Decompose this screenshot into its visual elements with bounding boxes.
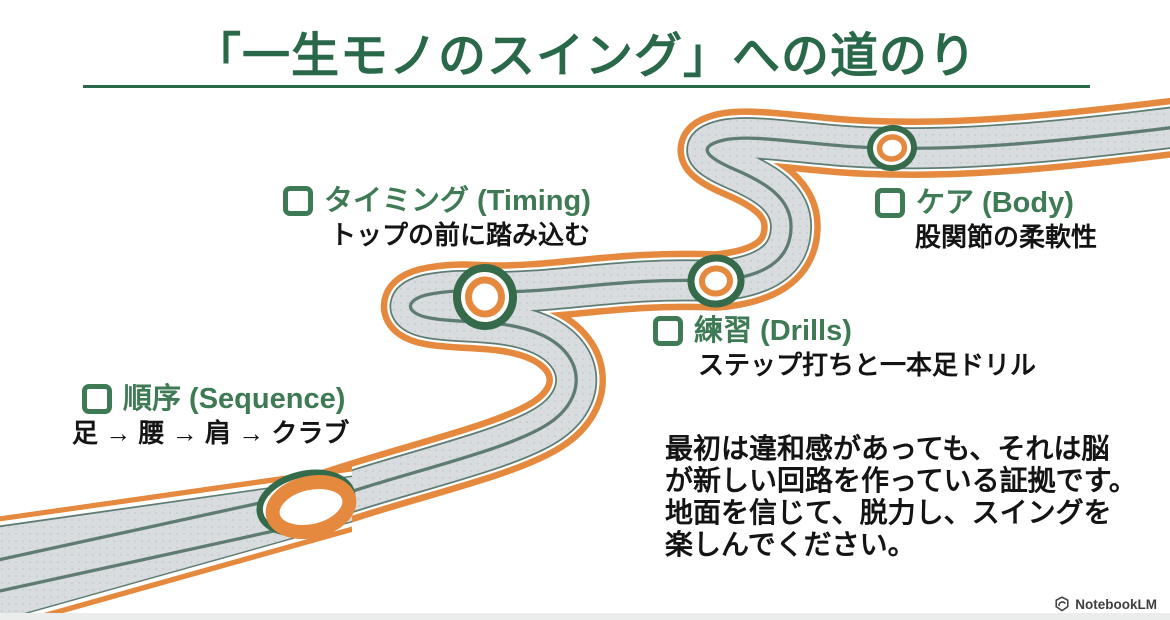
road-center-line	[310, 126, 1170, 507]
drills-checkbox[interactable]	[653, 316, 683, 346]
milestone-marker-body	[867, 124, 917, 172]
body-checkbox[interactable]	[875, 188, 905, 218]
road-path	[300, 97, 1170, 533]
milestone-marker-sequence	[256, 469, 357, 539]
sequence-label: 順序 (Sequence)	[123, 383, 346, 415]
milestone-body-block: ケア (Body) 股関節の柔軟性	[875, 187, 1097, 252]
title-underline	[83, 85, 1090, 88]
milestone-marker-drills	[687, 254, 745, 308]
notebooklm-logo-icon	[1055, 596, 1069, 612]
watermark: NotebookLM	[1054, 596, 1157, 612]
watermark-text: NotebookLM	[1075, 596, 1157, 612]
slide-bottom-edge	[0, 613, 1170, 620]
body-sublabel: 股関節の柔軟性	[915, 222, 1098, 252]
sequence-sublabel: 足 → 腰 → 肩 → クラブ	[72, 418, 350, 448]
sequence-checkbox[interactable]	[82, 384, 112, 414]
body-label: ケア (Body)	[916, 187, 1074, 219]
note-line: 最初は違和感があっても、それは脳	[665, 433, 1110, 464]
note-paragraph: 最初は違和感があっても、それは脳 が新しい回路を作っている証拠です。 地面を信じ…	[665, 433, 1137, 561]
note-line: 地面を信じて、脱力し、スイングを	[665, 497, 1112, 528]
milestone-timing-block: タイミング (Timing) トップの前に踏み込む	[283, 185, 591, 250]
drills-sublabel: ステップ打ちと一本足ドリル	[698, 350, 1037, 380]
page-title: 「一生モノのスイング」への道のり	[192, 30, 977, 83]
timing-sublabel: トップの前に踏み込む	[330, 220, 591, 250]
note-line: が新しい回路を作っている証拠です。	[665, 465, 1137, 496]
timing-checkbox[interactable]	[283, 186, 313, 216]
timing-label: タイミング (Timing)	[324, 185, 591, 217]
milestone-drills-block: 練習 (Drills) ステップ打ちと一本足ドリル	[653, 315, 1036, 380]
milestone-sequence-block: 順序 (Sequence) 足 → 腰 → 肩 → クラブ	[72, 383, 349, 448]
note-line: 楽しんでください。	[665, 529, 916, 560]
milestone-marker-timing	[452, 264, 518, 330]
drills-label: 練習 (Drills)	[694, 315, 852, 347]
